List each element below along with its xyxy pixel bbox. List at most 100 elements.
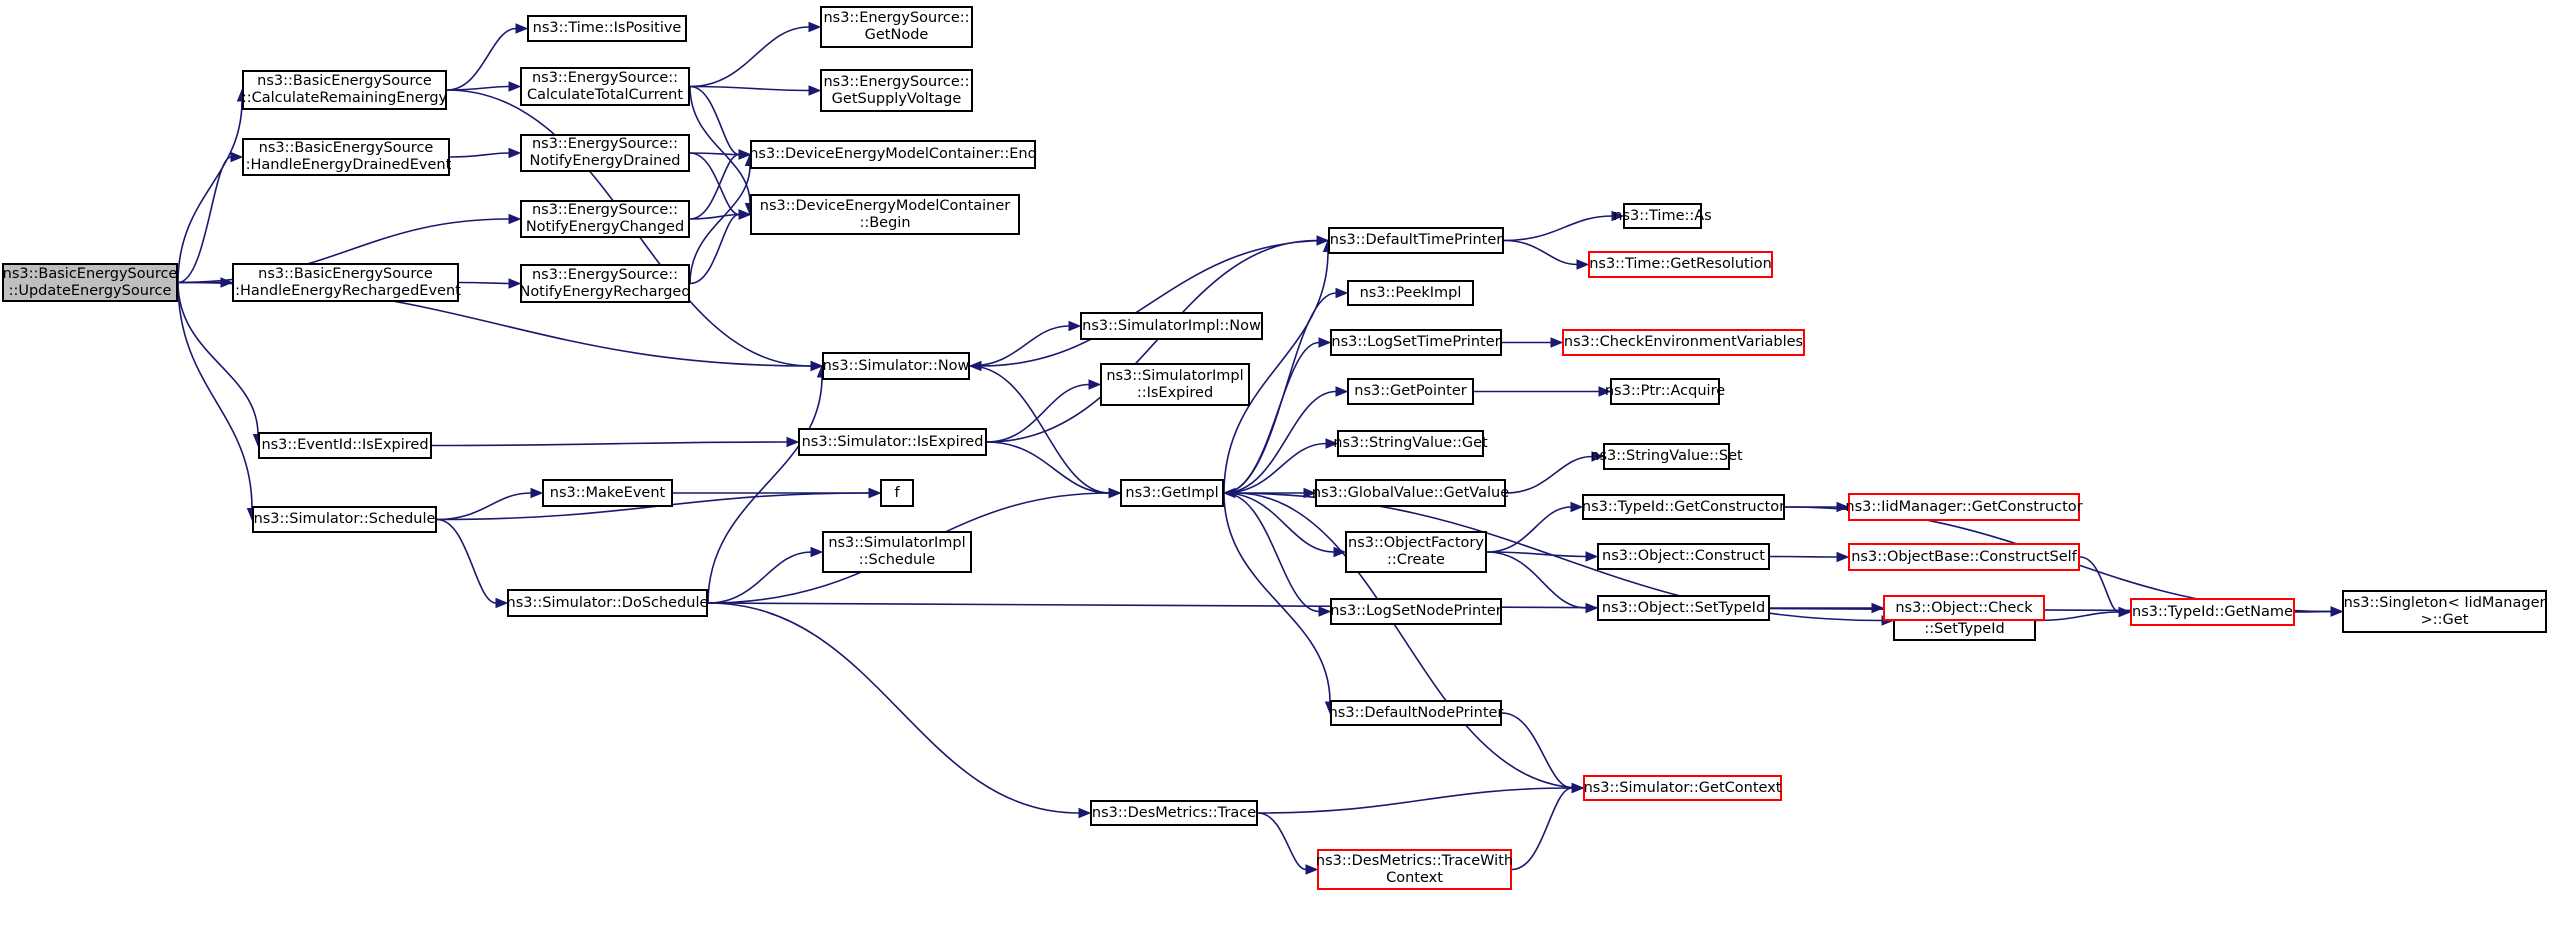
node-calc-remaining[interactable]: ns3::BasicEnergySource::CalculateRemaini… bbox=[242, 70, 447, 110]
arrowhead-icon bbox=[1068, 320, 1082, 332]
node-label-line: ns3::CheckEnvironmentVariables bbox=[1563, 334, 1804, 350]
node-label-line: ns3::Object::Construct bbox=[1602, 548, 1765, 564]
node-sim-is-expired[interactable]: ns3::Simulator::IsExpired bbox=[798, 428, 987, 456]
node-des-trace[interactable]: ns3::DesMetrics::Trace bbox=[1090, 800, 1258, 826]
node-sim-do-schedule[interactable]: ns3::Simulator::DoSchedule bbox=[507, 589, 708, 617]
node-default-time-printer[interactable]: ns3::DefaultTimePrinter bbox=[1328, 227, 1504, 254]
edge-object-factory-create-to-type-id-get-constructor bbox=[1486, 506, 1572, 553]
arrowhead-icon bbox=[1871, 602, 1885, 614]
node-label-line: ns3::Simulator::DoSchedule bbox=[506, 594, 709, 611]
node-label-line: ns3::EnergySource:: bbox=[531, 202, 679, 218]
node-f[interactable]: f bbox=[880, 479, 914, 507]
node-notify-changed[interactable]: ns3::EnergySource::NotifyEnergyChanged bbox=[520, 200, 690, 238]
edge-notify-recharged-to-demc-end bbox=[689, 165, 751, 284]
arrowhead-icon bbox=[1611, 210, 1625, 222]
node-object-set-type-id[interactable]: ns3::Object::SetTypeId bbox=[1597, 595, 1770, 621]
edge-notify-changed-to-demc-begin bbox=[689, 213, 740, 220]
edge-default-time-printer-to-time-get-resolution bbox=[1503, 239, 1578, 266]
node-ptr-acquire[interactable]: ns3::Ptr::Acquire bbox=[1605, 378, 1725, 405]
node-peek-impl[interactable]: ns3::PeekImpl bbox=[1347, 280, 1474, 306]
node-demc-end[interactable]: ns3::DeviceEnergyModelContainer::End bbox=[749, 140, 1037, 169]
node-demc-begin[interactable]: ns3::DeviceEnergyModelContainer::Begin bbox=[750, 194, 1020, 235]
node-label-line: ns3::DesMetrics::Trace bbox=[1091, 804, 1257, 821]
edge-sim-get-context-to-get-impl bbox=[1234, 492, 1584, 789]
node-impl-is-expired[interactable]: ns3::SimulatorImpl::IsExpired bbox=[1100, 363, 1250, 406]
node-impl-now[interactable]: ns3::SimulatorImpl::Now bbox=[1080, 312, 1263, 340]
node-label-line: CalculateTotalCurrent bbox=[526, 86, 684, 103]
arrowhead-icon bbox=[2330, 606, 2344, 617]
node-log-set-time-printer[interactable]: ns3::LogSetTimePrinter bbox=[1330, 329, 1502, 356]
node-label-line: ns3::SimulatorImpl bbox=[828, 535, 966, 551]
edge-des-trace-to-des-trace-with-context bbox=[1257, 812, 1307, 871]
edge-handle-recharged-to-notify-recharged bbox=[458, 281, 510, 285]
arrowhead-icon bbox=[495, 597, 509, 609]
node-object-construct[interactable]: ns3::Object::Construct bbox=[1597, 543, 1770, 570]
arrowhead-icon bbox=[786, 436, 800, 448]
node-label-line: NotifyEnergyRecharged bbox=[519, 283, 691, 300]
node-sim-schedule[interactable]: ns3::Simulator::Schedule bbox=[252, 506, 437, 533]
edge-des-trace-with-context-to-sim-get-context bbox=[1511, 787, 1573, 871]
node-default-node-printer[interactable]: ns3::DefaultNodePrinter bbox=[1329, 700, 1503, 726]
node-object-check[interactable]: ns3::Object::Check bbox=[1883, 595, 2045, 621]
edge-sim-do-schedule-to-des-trace bbox=[707, 602, 1080, 814]
edge-get-impl-to-get-pointer bbox=[1223, 390, 1337, 494]
node-label-line: ns3::Object::Check bbox=[1895, 599, 2033, 616]
node-time-is-positive[interactable]: ns3::Time::IsPositive bbox=[527, 15, 687, 42]
arrowhead-icon bbox=[530, 487, 544, 499]
node-object-factory-create[interactable]: ns3::ObjectFactory::Create bbox=[1345, 531, 1487, 573]
node-label-line: ns3::SimulatorImpl::Now bbox=[1082, 317, 1261, 334]
arrowhead-icon bbox=[968, 360, 982, 372]
node-object-base-construct-self[interactable]: ns3::ObjectBase::ConstructSelf bbox=[1848, 543, 2080, 571]
arrowhead-icon bbox=[1570, 501, 1584, 513]
arrowhead-icon bbox=[738, 209, 752, 220]
node-log-set-node-printer[interactable]: ns3::LogSetNodePrinter bbox=[1330, 598, 1502, 625]
node-label-line: ns3::GetImpl bbox=[1125, 484, 1219, 501]
arrowhead-icon bbox=[2118, 606, 2132, 618]
node-label-line: ns3::ObjectFactory bbox=[1348, 535, 1484, 551]
node-sim-get-context[interactable]: ns3::Simulator::GetContext bbox=[1583, 775, 1782, 801]
node-type-id-get-constructor[interactable]: ns3::TypeId::GetConstructor bbox=[1582, 494, 1785, 520]
node-get-impl[interactable]: ns3::GetImpl bbox=[1120, 479, 1224, 507]
node-event-is-expired[interactable]: ns3::EventId::IsExpired bbox=[258, 432, 432, 459]
node-notify-drained[interactable]: ns3::EnergySource::NotifyEnergyDrained bbox=[520, 134, 690, 172]
node-impl-schedule[interactable]: ns3::SimulatorImpl::Schedule bbox=[822, 531, 972, 573]
node-singleton-get[interactable]: ns3::Singleton< IidManager>::Get bbox=[2342, 590, 2547, 633]
edge-sim-schedule-to-make-event bbox=[436, 492, 532, 521]
node-iid-get-constructor[interactable]: ns3::IidManager::GetConstructor bbox=[1845, 493, 2083, 521]
node-global-value-get-value[interactable]: ns3::GlobalValue::GetValue bbox=[1312, 479, 1509, 507]
node-label-line: >::Get bbox=[2420, 611, 2469, 628]
arrowhead-icon bbox=[1335, 287, 1349, 299]
node-label-line: ::IsExpired bbox=[1136, 384, 1214, 401]
edge-calc-total-current-to-demc-begin bbox=[689, 86, 751, 204]
node-label-line: f bbox=[894, 484, 900, 501]
node-type-id-get-name[interactable]: ns3::TypeId::GetName bbox=[2130, 598, 2295, 626]
node-time-get-resolution[interactable]: ns3::Time::GetResolution bbox=[1588, 251, 1773, 278]
node-make-event[interactable]: ns3::MakeEvent bbox=[542, 479, 673, 507]
edge-get-impl-to-string-value-get bbox=[1223, 442, 1327, 494]
node-time-as[interactable]: ns3::Time::As bbox=[1613, 203, 1712, 229]
node-notify-recharged[interactable]: ns3::EnergySource::NotifyEnergyRecharged bbox=[519, 264, 691, 303]
node-label-line: ns3::TypeId::GetConstructor bbox=[1581, 498, 1786, 515]
node-string-value-get[interactable]: ns3::StringValue::Get bbox=[1333, 430, 1488, 457]
node-label-line: ::UpdateEnergySource bbox=[8, 282, 172, 299]
node-sim-now[interactable]: ns3::Simulator::Now bbox=[822, 352, 970, 380]
node-root[interactable]: ns3::BasicEnergySource::UpdateEnergySour… bbox=[2, 263, 178, 302]
node-check-env-vars[interactable]: ns3::CheckEnvironmentVariables bbox=[1562, 329, 1805, 356]
node-string-value-set[interactable]: ns3::StringValue::Set bbox=[1590, 443, 1743, 470]
node-get-pointer[interactable]: ns3::GetPointer bbox=[1347, 378, 1474, 405]
node-get-node[interactable]: ns3::EnergySource::GetNode bbox=[820, 6, 973, 48]
node-get-supply-voltage[interactable]: ns3::EnergySource::GetSupplyVoltage bbox=[820, 69, 973, 112]
edge-calc-total-current-to-demc-end bbox=[689, 85, 740, 156]
node-handle-recharged[interactable]: ns3::BasicEnergySource::HandleEnergyRech… bbox=[230, 263, 461, 302]
edge-get-impl-to-default-node-printer bbox=[1223, 492, 1331, 703]
edge-sim-schedule-to-sim-do-schedule bbox=[436, 518, 497, 604]
arrowhead-icon bbox=[508, 213, 522, 225]
arrowhead-icon bbox=[1585, 551, 1599, 562]
edge-root-to-sim-schedule bbox=[177, 282, 253, 509]
node-label-line: ns3::TypeId::GetName bbox=[2132, 603, 2293, 620]
node-label-line: ns3::DeviceEnergyModelContainer::End bbox=[749, 146, 1037, 162]
edge-notify-drained-to-demc-end bbox=[689, 152, 740, 156]
node-handle-drained[interactable]: ns3::BasicEnergySource::HandleEnergyDrai… bbox=[241, 138, 451, 176]
node-calc-total-current[interactable]: ns3::EnergySource::CalculateTotalCurrent bbox=[520, 67, 690, 106]
